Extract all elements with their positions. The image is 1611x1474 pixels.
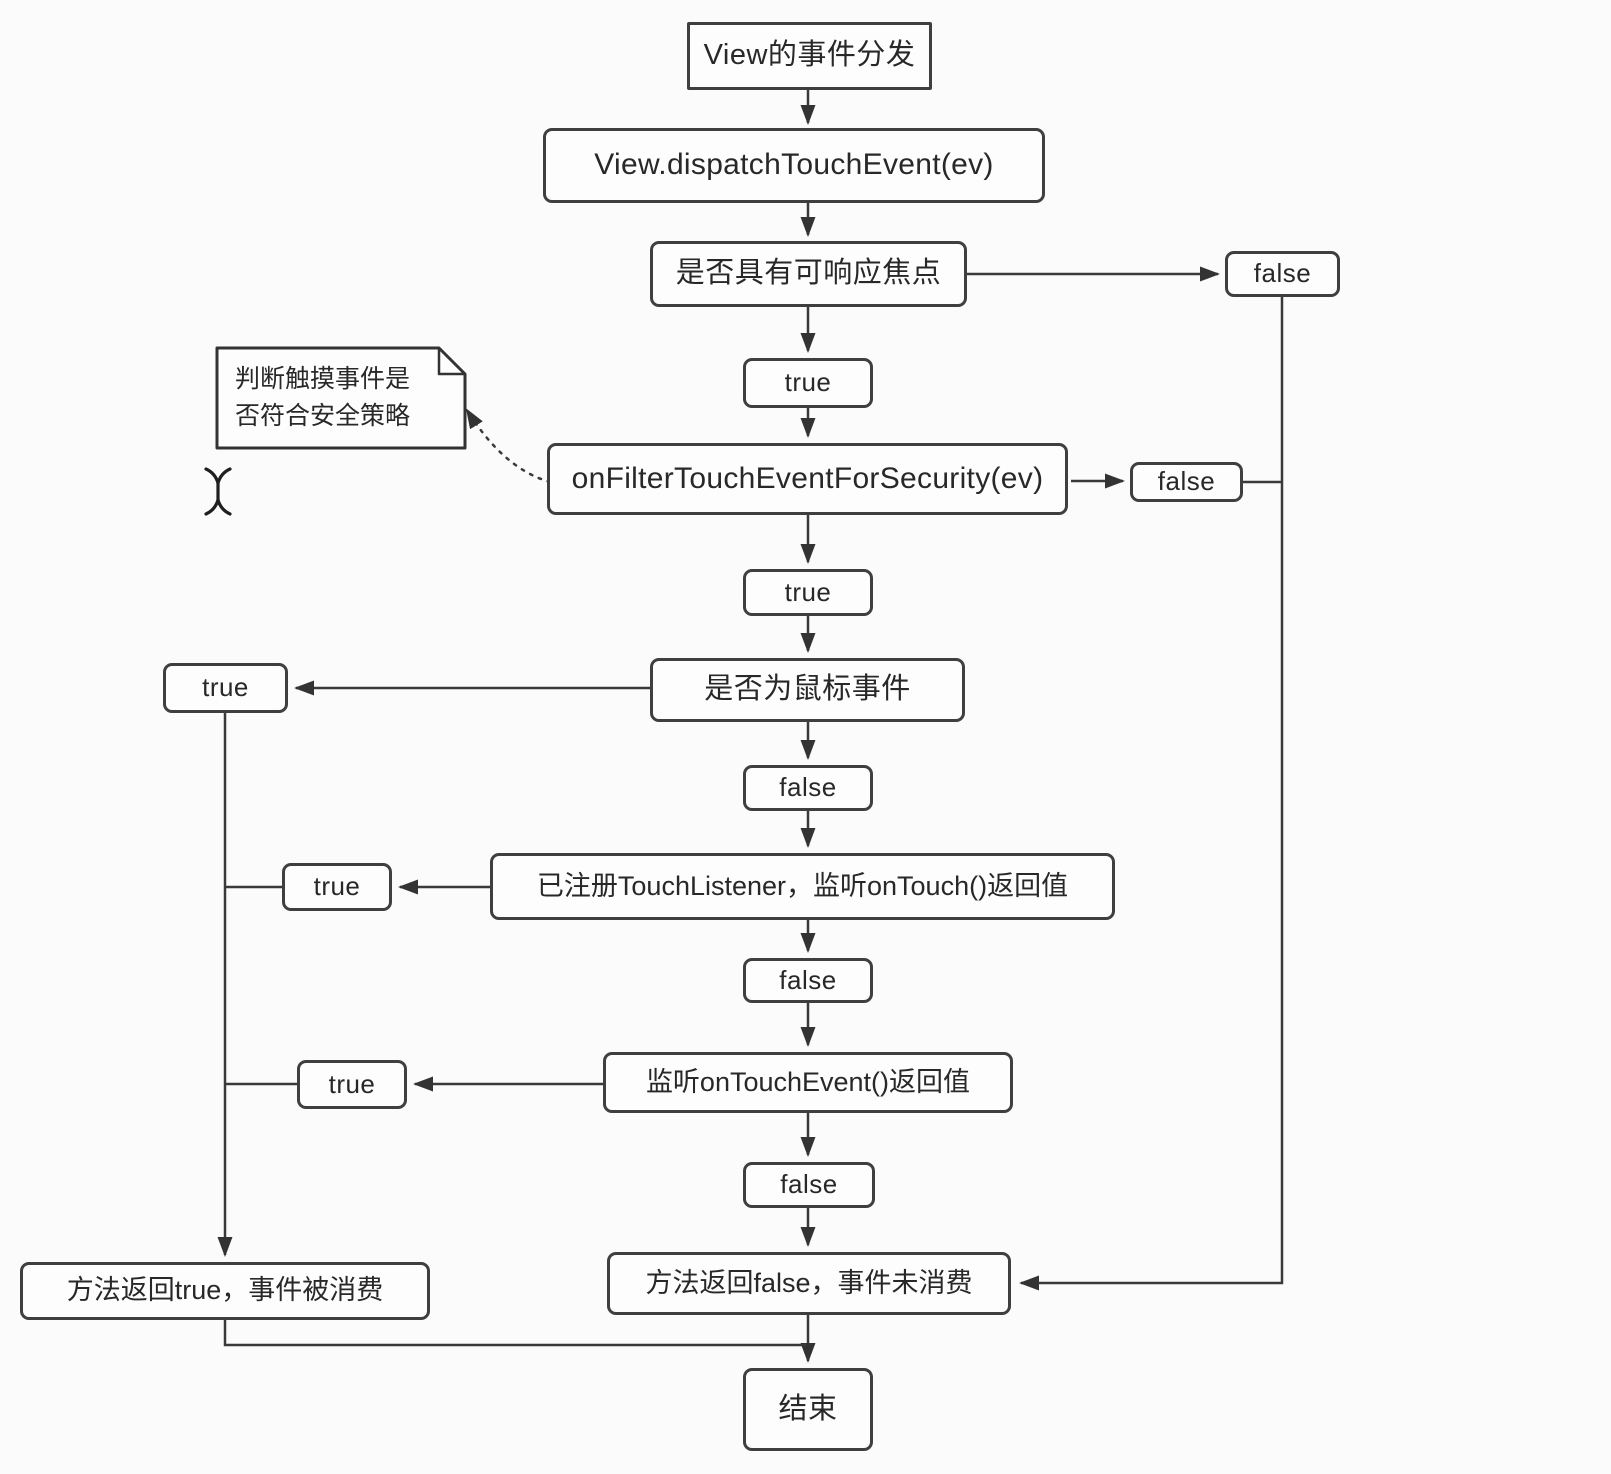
text-cursor-icon — [204, 467, 232, 516]
note-security-policy: 判断触摸事件是 否符合安全策略 — [217, 348, 465, 448]
node-focus-check: 是否具有可响应焦点 — [650, 241, 967, 307]
branch-false-filter: false — [1130, 462, 1243, 502]
note-fold — [437, 348, 465, 376]
branch-false-mouse: false — [743, 765, 873, 811]
node-return-true: 方法返回true，事件被消费 — [20, 1262, 430, 1320]
branch-false-ontouchevent: false — [743, 1162, 875, 1208]
node-return-false: 方法返回false，事件未消费 — [607, 1252, 1011, 1315]
edge-note-dotted — [465, 408, 552, 484]
branch-true-listener: true — [282, 863, 392, 911]
node-ontouchevent: 监听onTouchEvent()返回值 — [603, 1052, 1013, 1113]
branch-true-focus: true — [743, 358, 873, 408]
branch-false-listener: false — [743, 958, 873, 1003]
node-end: 结束 — [743, 1368, 873, 1451]
node-filter-security: onFilterTouchEventForSecurity(ev) — [547, 443, 1068, 515]
note-shape — [215, 346, 467, 450]
branch-true-filter: true — [743, 569, 873, 616]
edge-returntrue-end — [223, 1320, 806, 1347]
branch-false-focus: false — [1225, 251, 1340, 297]
note-line2: 否符合安全策略 — [235, 402, 411, 430]
branch-true-mouse: true — [163, 663, 288, 713]
node-mouse-check: 是否为鼠标事件 — [650, 658, 965, 722]
node-touch-listener: 已注册TouchListener，监听onTouch()返回值 — [490, 853, 1115, 920]
branch-true-ontouchevent: true — [297, 1060, 407, 1109]
edge-falsetop-returnfalse — [1018, 297, 1284, 1291]
node-start: View的事件分发 — [687, 22, 932, 90]
note-line1: 判断触摸事件是 — [235, 364, 411, 393]
node-dispatch: View.dispatchTouchEvent(ev) — [543, 128, 1045, 203]
